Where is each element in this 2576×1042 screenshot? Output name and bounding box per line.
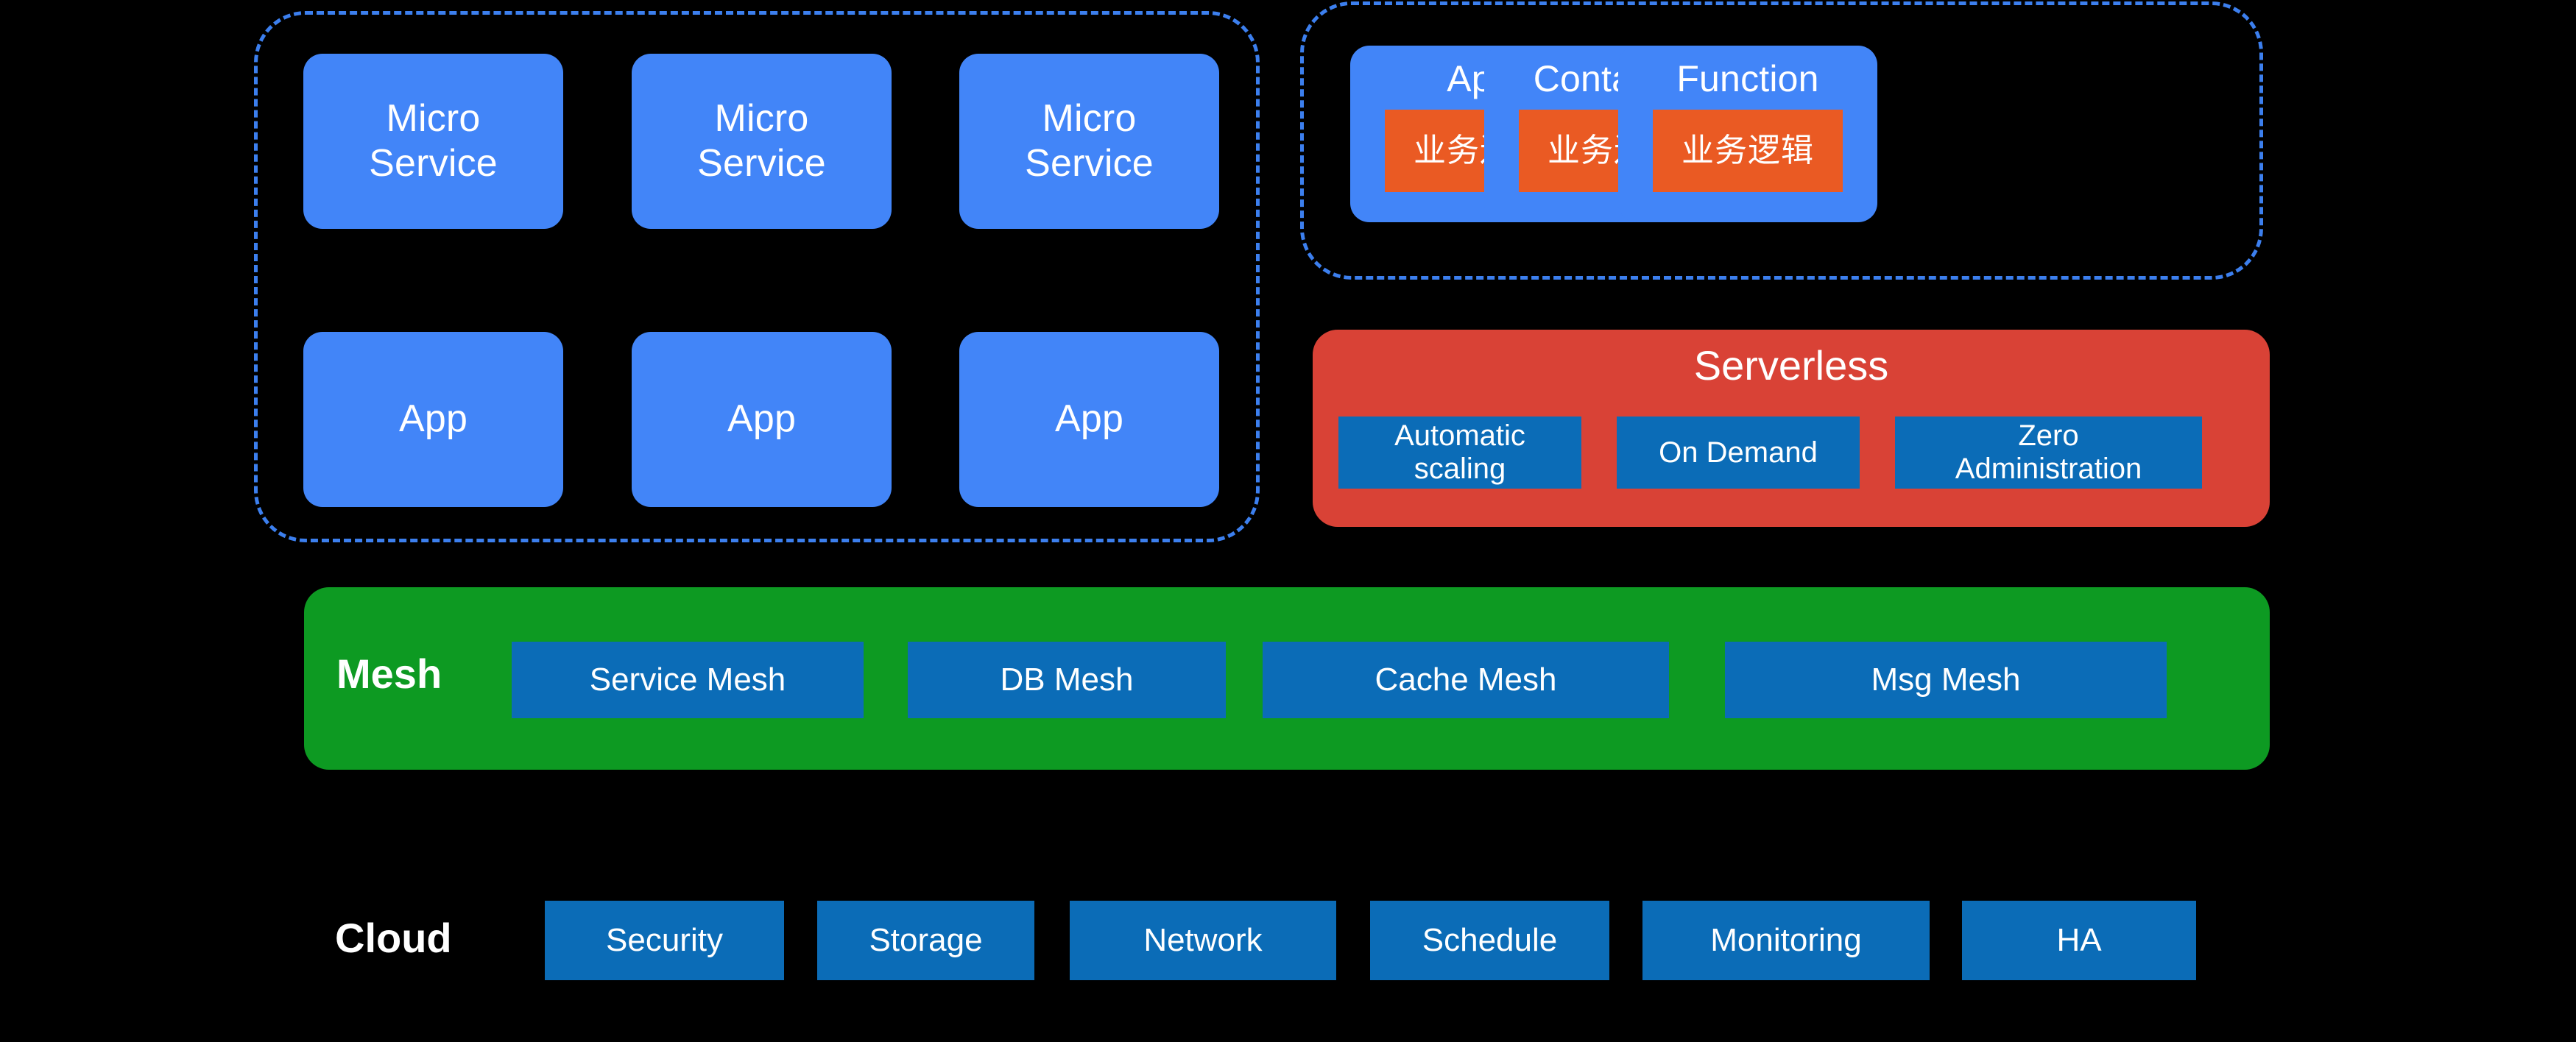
mesh-item-db-mesh[interactable]: DB Mesh — [908, 642, 1226, 718]
cloud-layer-row: Cloud Security Storage Network Schedule … — [304, 879, 2270, 1004]
app-card-3[interactable]: App — [959, 332, 1219, 507]
runtime-card-function-title: Function — [1676, 58, 1819, 99]
app-card-2-label: App — [727, 397, 797, 441]
app-card-2[interactable]: App — [632, 332, 892, 507]
mesh-item-service-mesh[interactable]: Service Mesh — [512, 642, 864, 718]
cloud-item-schedule[interactable]: Schedule — [1370, 901, 1609, 980]
mesh-layer-label: Mesh — [336, 651, 442, 697]
serverless-feature-on-demand[interactable]: On Demand — [1617, 417, 1860, 489]
cloud-item-ha[interactable]: HA — [1962, 901, 2196, 980]
business-logic-block-function: 业务逻辑 — [1653, 110, 1843, 192]
mesh-item-msg-mesh[interactable]: Msg Mesh — [1725, 642, 2167, 718]
workloads-group-container — [254, 11, 1260, 542]
app-card-3-label: App — [1054, 397, 1124, 441]
cloud-item-security[interactable]: Security — [545, 901, 784, 980]
cloud-item-network[interactable]: Network — [1070, 901, 1336, 980]
serverless-feature-automatic-scaling[interactable]: Automatic scaling — [1338, 417, 1581, 489]
app-card-1-label: App — [398, 397, 468, 441]
cloud-item-monitoring[interactable]: Monitoring — [1642, 901, 1930, 980]
micro-service-card-2-label: Micro Service — [697, 96, 826, 185]
mesh-layer-bar: Mesh Service Mesh DB Mesh Cache Mesh Msg… — [304, 587, 2270, 770]
micro-service-card-3[interactable]: Micro Service — [959, 54, 1219, 229]
micro-service-card-1-label: Micro Service — [369, 96, 498, 185]
app-card-1[interactable]: App — [303, 332, 563, 507]
runtime-card-function[interactable]: Function 业务逻辑 — [1618, 46, 1877, 222]
cloud-layer-label: Cloud — [335, 915, 452, 961]
cloud-item-storage[interactable]: Storage — [817, 901, 1034, 980]
micro-service-card-3-label: Micro Service — [1025, 96, 1154, 185]
serverless-feature-zero-administration[interactable]: Zero Administration — [1895, 417, 2202, 489]
micro-service-card-1[interactable]: Micro Service — [303, 54, 563, 229]
micro-service-card-2[interactable]: Micro Service — [632, 54, 892, 229]
serverless-panel: Serverless Automatic scaling On Demand Z… — [1313, 330, 2270, 527]
mesh-item-cache-mesh[interactable]: Cache Mesh — [1263, 642, 1669, 718]
runtimes-group-container — [1300, 1, 2263, 280]
serverless-panel-title: Serverless — [1693, 342, 1889, 389]
